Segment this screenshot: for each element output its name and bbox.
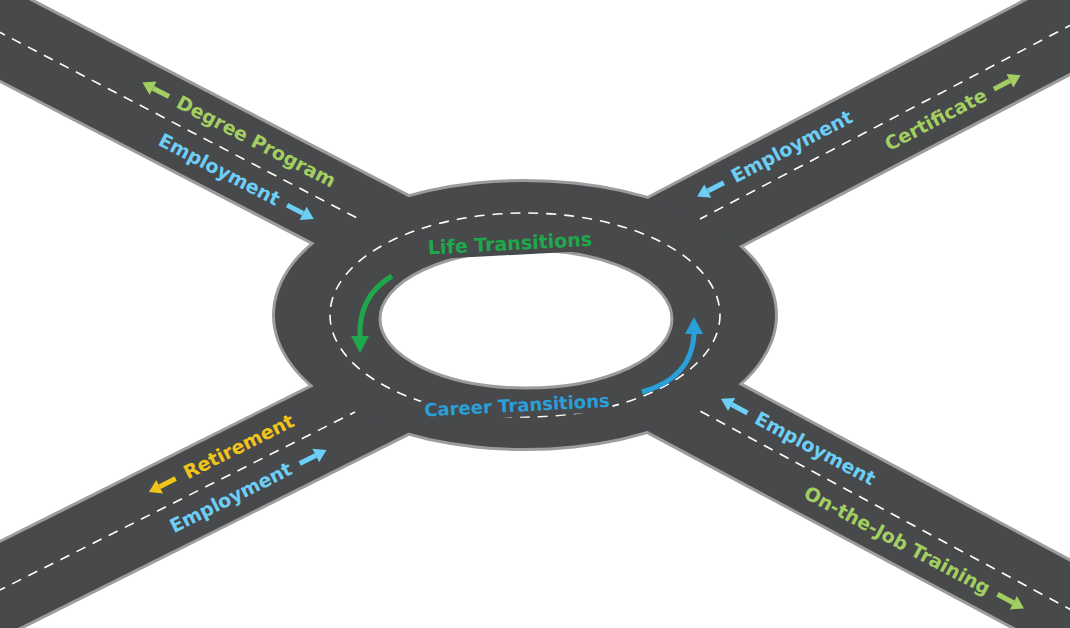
arrow-shaft (708, 183, 724, 191)
road-surface (660, 390, 1070, 620)
road-surfaces (0, 15, 1070, 620)
arrow-shaft (994, 81, 1010, 89)
lane-dash (700, 411, 1070, 620)
lane-dash (0, 412, 355, 600)
ring-surface (275, 182, 775, 448)
road-edge (660, 15, 1070, 240)
road-edge (660, 390, 1070, 620)
arrow-shaft (998, 594, 1014, 603)
curved-arrow-shaft (360, 276, 392, 338)
ring-island (380, 250, 672, 388)
arrow-shaft (153, 88, 169, 96)
direction-arrow (287, 205, 314, 220)
direction-arrow (300, 449, 327, 464)
road-edge (0, 390, 400, 600)
lane-dash (700, 15, 1070, 219)
direction-arrow (998, 594, 1025, 609)
road-edge (0, 22, 400, 240)
ring-arrow-green (351, 276, 392, 353)
road-edges (0, 15, 1070, 620)
direction-arrow (697, 183, 724, 198)
road-surface (0, 390, 400, 600)
arrow-shaft (160, 479, 176, 487)
curved-arrow-shaft (642, 334, 694, 392)
arrow-head (142, 82, 156, 95)
lane-dashes (0, 15, 1070, 620)
direction-arrow (994, 74, 1021, 89)
ring-arrow-blue (642, 317, 703, 392)
arrow-head (149, 480, 163, 493)
arrow-shaft (732, 405, 748, 414)
direction-arrow (149, 479, 176, 494)
lane-arrows (142, 74, 1024, 609)
curved-arrow-head (685, 317, 703, 334)
arrow-head (300, 207, 314, 220)
arrow-head (312, 449, 326, 462)
arrow-head (721, 398, 735, 411)
arrow-head (697, 184, 711, 197)
lane-dash (0, 22, 357, 218)
ring-dash (330, 213, 720, 417)
arrow-head (1007, 74, 1021, 87)
direction-arrow (142, 82, 169, 97)
arrow-shaft (300, 456, 316, 464)
arrow-shaft (287, 205, 303, 213)
road-surface (0, 22, 400, 240)
road-surface (660, 15, 1070, 240)
curved-arrow-head (351, 336, 369, 353)
direction-arrow (721, 398, 748, 413)
arrow-head (1010, 596, 1024, 609)
